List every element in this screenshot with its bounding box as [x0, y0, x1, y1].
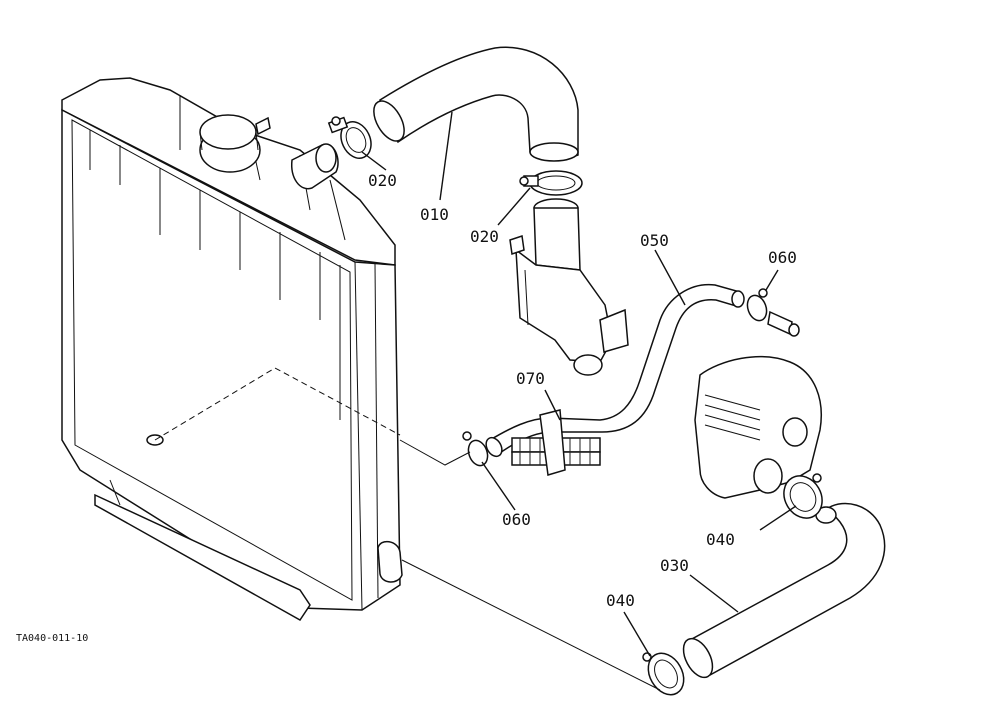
label-upper-clamp-radiator: 020 — [368, 171, 397, 190]
label-lower-clamp-radiator: 040 — [606, 591, 635, 610]
bypass-clamp-left — [462, 431, 489, 467]
leader-lines — [361, 111, 797, 657]
hose-protector — [511, 409, 601, 476]
water-pump — [694, 355, 822, 499]
label-hose-protector: 070 — [516, 369, 545, 388]
routing-line-lower — [401, 559, 661, 691]
hidden-line — [154, 367, 401, 441]
thermostat-housing — [509, 198, 629, 376]
radiator-inlet-neck — [291, 143, 339, 190]
label-lower-hose: 030 — [660, 556, 689, 575]
bypass-clamp-right — [746, 288, 768, 322]
label-upper-hose: 010 — [420, 205, 449, 224]
label-bypass-hose: 050 — [640, 231, 669, 250]
upper-hose — [373, 46, 579, 162]
lower-clamp-radiator — [642, 652, 685, 696]
radiator-cap — [199, 114, 271, 173]
reference-code: TA040-011-10 — [16, 633, 88, 644]
bypass-fitting — [767, 310, 800, 337]
lower-hose — [682, 502, 886, 679]
upper-clamp-thermostat — [519, 170, 583, 196]
label-bypass-clamp-left: 060 — [502, 510, 531, 529]
routing-line-upper — [399, 439, 471, 466]
upper-clamp-radiator — [327, 116, 372, 159]
label-upper-clamp-thermostat: 020 — [470, 227, 499, 246]
label-bypass-clamp-right: 060 — [768, 248, 797, 267]
label-lower-clamp-pump: 040 — [706, 530, 735, 549]
